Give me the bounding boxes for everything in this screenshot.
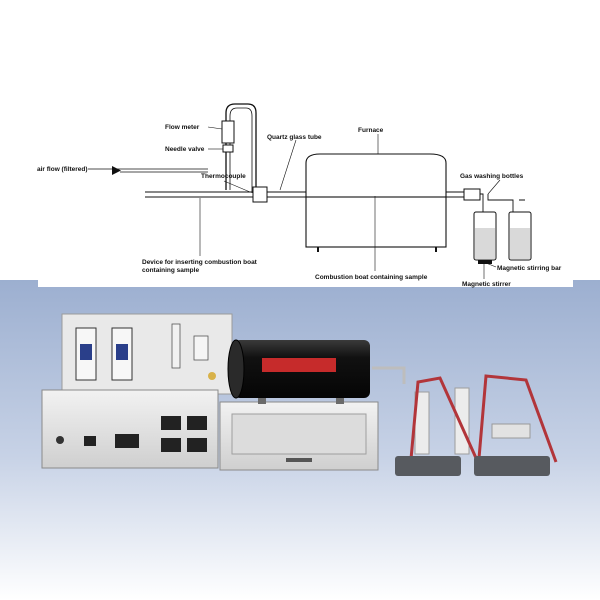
- red-stand-2: [476, 374, 558, 471]
- label-flow-meter: Flow meter: [165, 124, 200, 131]
- bypass-tubing-inner: [229, 107, 253, 193]
- tube-connector: [463, 188, 481, 201]
- schematic-diagram: Flow meter Needle valve Quartz glass tub…: [37, 82, 573, 288]
- controller-display-3: [187, 416, 207, 430]
- magnetic-stirrer-plate: [478, 260, 492, 264]
- hot-plate: [491, 423, 531, 439]
- tube-furnace-cylinder: [227, 339, 370, 404]
- bypass-tubing: [225, 103, 257, 193]
- label-magnetic-stirring-bar: Magnetic stirring bar: [497, 265, 562, 272]
- furnace-box: [219, 401, 379, 471]
- bottle-1-liquid: [475, 228, 495, 259]
- gas-washing-stations: [372, 366, 558, 476]
- control-cabinet: [41, 313, 233, 469]
- gas-washing-bottles-drawing: [473, 193, 532, 264]
- label-thermocouple: Thermocouple: [201, 173, 246, 180]
- cylinder-end: [227, 339, 245, 399]
- valve-block: [193, 335, 209, 361]
- valve-knob: [208, 372, 216, 380]
- cylinder-stand-right: [336, 398, 344, 404]
- flow-meter-body: [221, 120, 235, 144]
- label-furnace: Furnace: [358, 127, 384, 134]
- bottle-photo-2: [454, 387, 470, 455]
- label-device-line-2: containing sample: [142, 267, 199, 274]
- leader-flow-meter: [207, 126, 223, 130]
- label-gas-washing-bottles: Gas washing bottles: [460, 173, 524, 180]
- controller-display-1: [84, 436, 96, 446]
- leader-stirring-bar: [485, 262, 497, 268]
- controller-display-2: [161, 416, 181, 430]
- furnace-handle: [286, 458, 312, 462]
- controller-display-5: [187, 438, 207, 452]
- controller-display-4: [161, 438, 181, 452]
- label-needle-valve: Needle valve: [165, 146, 205, 153]
- flowmeter-1-label: [80, 344, 92, 360]
- label-combustion-boat: Combustion boat containing sample: [315, 274, 428, 281]
- cylinder-stand-left: [258, 398, 266, 404]
- red-stand-1: [408, 376, 478, 471]
- leader-gas-bottles: [487, 179, 501, 195]
- leader-thermocouple: [223, 180, 251, 193]
- furnace-drawing: [305, 153, 447, 252]
- outlet-tube-photo: [372, 366, 406, 384]
- air-flow-arrow: [112, 166, 121, 175]
- cylinder-label: [262, 358, 336, 372]
- power-switch: [56, 436, 64, 444]
- label-quartz-glass-tube: Quartz glass tube: [267, 134, 322, 141]
- bottle-2-liquid: [510, 228, 530, 259]
- needle-valve-body: [222, 144, 234, 153]
- outlet-tubing: [480, 193, 525, 212]
- stirrer-base-1: [395, 456, 461, 476]
- furnace-body: [305, 153, 447, 198]
- label-device-line-1: Device for inserting combustion boat: [142, 259, 258, 266]
- leader-quartz: [279, 139, 297, 191]
- flowmeter-2-label: [116, 344, 128, 360]
- label-air-flow: air flow (filtered): [37, 166, 88, 173]
- furnace-window: [231, 413, 367, 455]
- tube-joint: [252, 186, 268, 203]
- stirrer-base-2: [474, 456, 550, 476]
- rotameter: [171, 323, 181, 369]
- label-magnetic-stirrer: Magnetic stirrer: [462, 281, 511, 288]
- furnace-base: [305, 196, 447, 248]
- apparatus-photo: [41, 313, 558, 476]
- controller-display-main: [115, 434, 139, 448]
